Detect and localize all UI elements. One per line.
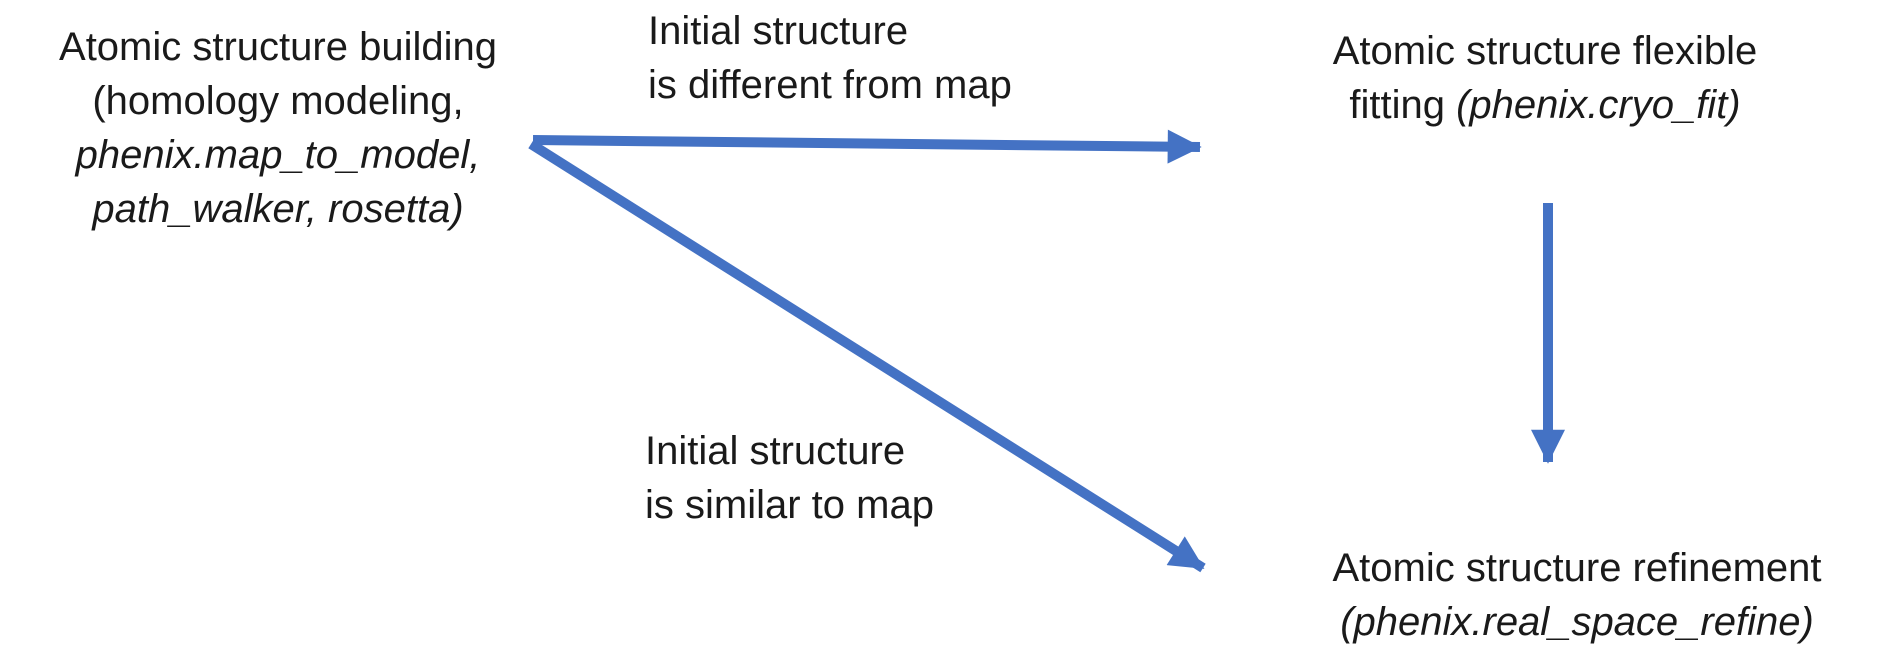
node-flexible-fitting: Atomic structure flexible fitting (pheni… <box>1280 24 1810 132</box>
node-structure-building-line2: (homology modeling, <box>92 79 464 123</box>
node-flexible-fitting-line2-roman: fitting <box>1349 83 1457 127</box>
edge-label-different-line1: Initial structure <box>648 9 909 53</box>
arrow-building-to-refinement <box>528 139 1206 573</box>
node-refinement-line1: Atomic structure refinement <box>1332 546 1822 590</box>
edge-label-similar-to-map: Initial structure is similar to map <box>645 424 934 532</box>
edge-label-different-line2: is different from map <box>648 63 1012 107</box>
node-flexible-fitting-line2: fitting (phenix.cryo_fit) <box>1280 78 1810 132</box>
node-structure-building-line1: Atomic structure building <box>59 25 497 69</box>
node-structure-building: Atomic structure building (homology mode… <box>0 20 556 236</box>
arrow-building-to-fitting <box>532 129 1202 164</box>
edge-label-different-from-map: Initial structure is different from map <box>648 4 1012 112</box>
node-refinement-line2-program: (phenix.real_space_refine) <box>1340 600 1814 644</box>
node-flexible-fitting-line1: Atomic structure flexible <box>1332 29 1758 73</box>
node-refinement: Atomic structure refinement (phenix.real… <box>1270 541 1884 649</box>
edge-label-similar-line2: is similar to map <box>645 483 934 527</box>
node-flexible-fitting-line2-program: (phenix.cryo_fit) <box>1456 83 1741 127</box>
node-structure-building-line3: phenix.map_to_model, <box>75 133 481 177</box>
edge-label-similar-line1: Initial structure <box>645 429 906 473</box>
node-structure-building-line4: path_walker, rosetta) <box>92 187 464 231</box>
